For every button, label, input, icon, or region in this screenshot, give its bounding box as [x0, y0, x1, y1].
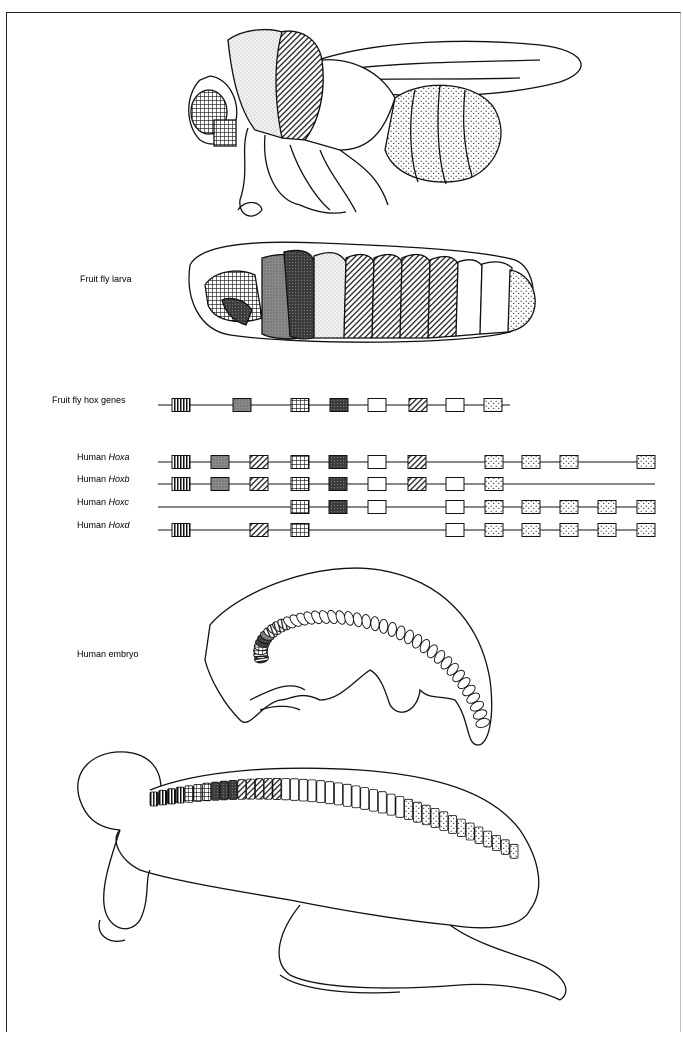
vertebra: [343, 784, 351, 806]
vertebra: [396, 797, 404, 818]
gene-box-hoxb-7: [408, 478, 426, 491]
gene-box-hoxc-12: [598, 501, 616, 514]
gene-box-fly-4: [330, 399, 348, 412]
gene-box-fly-7: [446, 399, 464, 412]
vertebra: [449, 815, 457, 833]
vertebra: [510, 844, 518, 858]
vertebra: [168, 789, 176, 804]
gene-box-hoxd-13: [637, 524, 655, 537]
gene-box-fly-3: [291, 399, 309, 412]
vertebra: [326, 782, 334, 804]
gene-box-hoxb-2: [211, 478, 229, 491]
gene-box-hoxc-6: [368, 501, 386, 514]
gene-box-hoxc-9: [485, 501, 503, 514]
vertebra: [282, 779, 290, 800]
somite: [370, 617, 379, 631]
gene-box-hoxc-13: [637, 501, 655, 514]
gene-box-hoxd-1: [172, 524, 190, 537]
vertebra: [150, 792, 158, 806]
vertebra: [229, 780, 237, 799]
vertebra: [440, 812, 448, 831]
gene-box-fly-2: [233, 399, 251, 412]
gene-box-fly-6: [409, 399, 427, 412]
vertebra: [264, 779, 272, 800]
gene-box-hoxb-9: [485, 478, 503, 491]
gene-box-hoxb-4: [291, 478, 309, 491]
gene-rows: [158, 399, 655, 537]
gene-box-fly-5: [368, 399, 386, 412]
vertebra: [361, 788, 369, 810]
gene-box-hoxa-11: [560, 456, 578, 469]
vertebra: [291, 779, 299, 801]
gene-box-hoxa-10: [522, 456, 540, 469]
gene-box-hoxa-2: [211, 456, 229, 469]
gene-box-hoxd-9: [485, 524, 503, 537]
vertebra: [185, 786, 193, 802]
fruit-fly-larva: [189, 242, 535, 342]
vertebra: [159, 790, 167, 805]
gene-box-hoxb-3: [250, 478, 268, 491]
vertebra: [247, 779, 255, 799]
vertebra: [431, 808, 439, 827]
gene-box-hoxd-3: [250, 524, 268, 537]
gene-box-hoxd-12: [598, 524, 616, 537]
gene-box-hoxa-1: [172, 456, 190, 469]
gene-box-hoxd-10: [522, 524, 540, 537]
vertebra: [238, 780, 246, 800]
vertebra: [220, 781, 228, 800]
vertebra: [413, 802, 421, 822]
vertebra: [317, 781, 325, 803]
vertebra: [475, 827, 483, 843]
gene-box-hoxa-13: [637, 456, 655, 469]
vertebra: [484, 831, 492, 847]
gene-box-hoxc-8: [446, 501, 464, 514]
vertebra: [405, 799, 413, 819]
adult-fruit-fly: [189, 30, 581, 216]
gene-box-hoxc-10: [522, 501, 540, 514]
vertebra: [212, 782, 220, 800]
gene-box-hoxd-11: [560, 524, 578, 537]
gene-box-hoxd-8: [446, 524, 464, 537]
gene-box-hoxa-5: [329, 456, 347, 469]
gene-box-hoxa-3: [250, 456, 268, 469]
vertebra: [299, 779, 307, 801]
gene-box-hoxb-6: [368, 478, 386, 491]
gene-box-hoxc-5: [329, 501, 347, 514]
vertebra: [352, 786, 360, 808]
gene-box-hoxd-4: [291, 524, 309, 537]
vertebra: [378, 792, 386, 813]
vertebra: [334, 783, 342, 805]
vertebra: [194, 784, 202, 801]
gene-box-fly-1: [172, 399, 190, 412]
gene-box-hoxb-5: [329, 478, 347, 491]
gene-box-hoxa-6: [368, 456, 386, 469]
gene-box-hoxb-8: [446, 478, 464, 491]
vertebra: [308, 780, 316, 802]
vertebra: [176, 787, 184, 803]
vertebra: [203, 783, 211, 801]
vertebra: [457, 819, 465, 837]
gene-box-fly-8: [484, 399, 502, 412]
vertebra: [501, 840, 509, 855]
vertebra: [273, 778, 281, 799]
somite: [379, 619, 388, 633]
vertebra: [422, 805, 430, 825]
vertebra: [387, 794, 395, 815]
vertebra: [370, 790, 378, 812]
gene-box-hoxa-4: [291, 456, 309, 469]
gene-box-hoxc-11: [560, 501, 578, 514]
gene-box-hoxc-4: [291, 501, 309, 514]
gene-box-hoxa-7: [408, 456, 426, 469]
gene-box-hoxa-9: [485, 456, 503, 469]
vertebra: [466, 823, 474, 840]
vertebra: [255, 779, 263, 799]
gene-box-hoxb-1: [172, 478, 190, 491]
vertebra: [492, 835, 500, 850]
